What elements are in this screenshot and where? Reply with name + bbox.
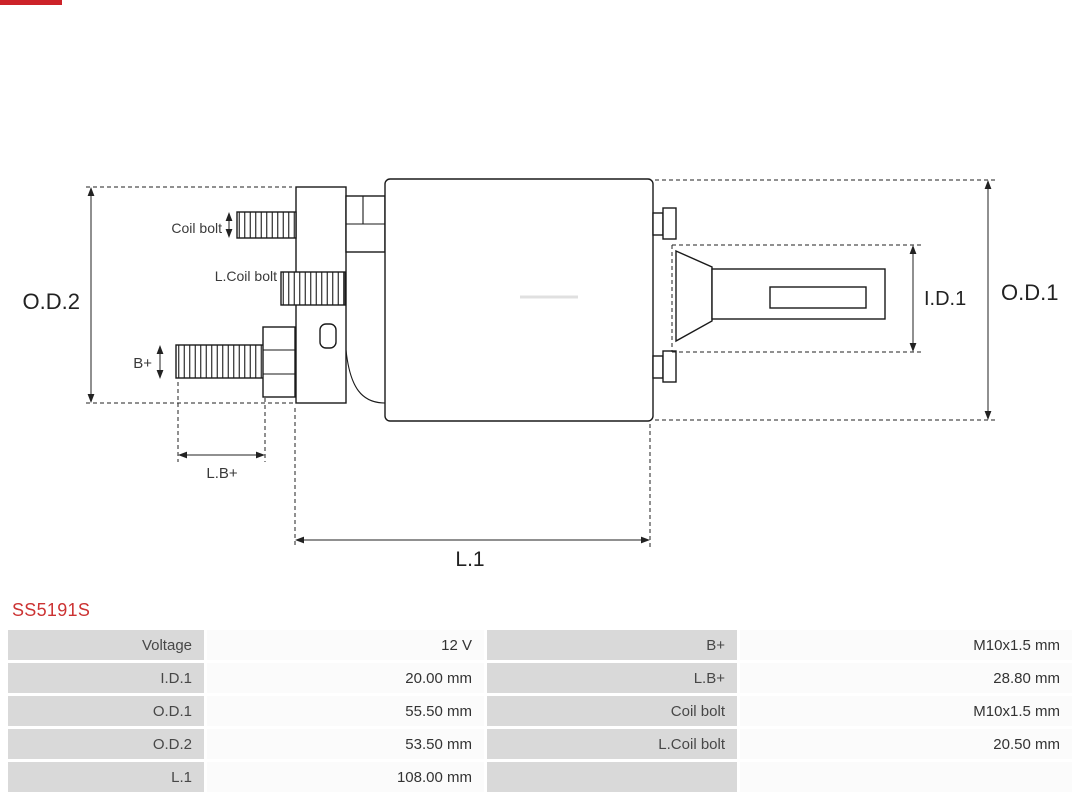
l-coil-bolt-label: L.Coil bolt: [215, 268, 277, 284]
plunger-slot: [769, 286, 867, 309]
spec-value: 108.00 mm: [207, 762, 484, 792]
spec-label: [487, 762, 737, 792]
main-body: [384, 178, 677, 422]
spec-value: 20.50 mm: [740, 729, 1072, 759]
terminal-stud-bottom-cap: [662, 350, 677, 383]
spec-table: Voltage 12 V B+ M10x1.5 mm I.D.1 20.00 m…: [8, 630, 1072, 792]
spec-label: Coil bolt: [487, 696, 737, 726]
spec-label: L.1: [8, 762, 204, 792]
front-assembly: [175, 186, 386, 404]
spec-value: 12 V: [207, 630, 484, 660]
b-plus-stud: [175, 344, 265, 379]
spec-value: M10x1.5 mm: [740, 630, 1072, 660]
dim-coil-bolt: Coil bolt: [171, 212, 233, 238]
solenoid-diagram: O.D.2 O.D.1 I.D.1 L.1: [23, 178, 1058, 571]
spec-label: B+: [487, 630, 737, 660]
l1-label: L.1: [455, 548, 484, 571]
id1-label: I.D.1: [924, 288, 966, 310]
spec-label: O.D.2: [8, 729, 204, 759]
coil-bolt-label: Coil bolt: [171, 220, 222, 236]
terminal-stud-top: [652, 212, 664, 236]
solenoid-housing: [384, 178, 654, 422]
logo-fragment: [0, 0, 62, 5]
spec-value: [740, 762, 1072, 792]
label-l-coil-bolt: L.Coil bolt: [215, 268, 277, 284]
spec-label: L.B+: [487, 663, 737, 693]
plunger: [675, 249, 886, 343]
lb-plus-label: L.B+: [206, 465, 238, 482]
dim-b-plus: B+: [133, 345, 164, 379]
dim-od1: O.D.1: [655, 179, 1058, 421]
dim-l1: L.1: [294, 408, 651, 571]
flange-rivet: [319, 323, 337, 349]
od2-label: O.D.2: [23, 289, 80, 314]
spec-value: 20.00 mm: [207, 663, 484, 693]
bell-curve: [345, 349, 386, 404]
spec-value: 55.50 mm: [207, 696, 484, 726]
dim-od2: O.D.2: [23, 186, 300, 404]
plunger-cone: [675, 249, 713, 343]
spec-label: Voltage: [8, 630, 204, 660]
od1-label: O.D.1: [1001, 280, 1058, 305]
coil-bolt-threaded-section: [280, 271, 346, 306]
terminal-stud-top-cap: [662, 207, 677, 240]
dim-lb-plus: L.B+: [177, 382, 266, 482]
coil-bolt-stud: [236, 211, 297, 239]
spec-value: 53.50 mm: [207, 729, 484, 759]
spec-label: L.Coil bolt: [487, 729, 737, 759]
part-number: SS5191S: [12, 600, 91, 620]
terminal-stud-bottom: [652, 355, 664, 379]
spec-value: 28.80 mm: [740, 663, 1072, 693]
dim-id1: I.D.1: [671, 244, 966, 353]
spec-label: O.D.1: [8, 696, 204, 726]
b-plus-label: B+: [133, 355, 152, 372]
spec-value: M10x1.5 mm: [740, 696, 1072, 726]
spec-label: I.D.1: [8, 663, 204, 693]
b-plus-nut: [262, 326, 296, 398]
